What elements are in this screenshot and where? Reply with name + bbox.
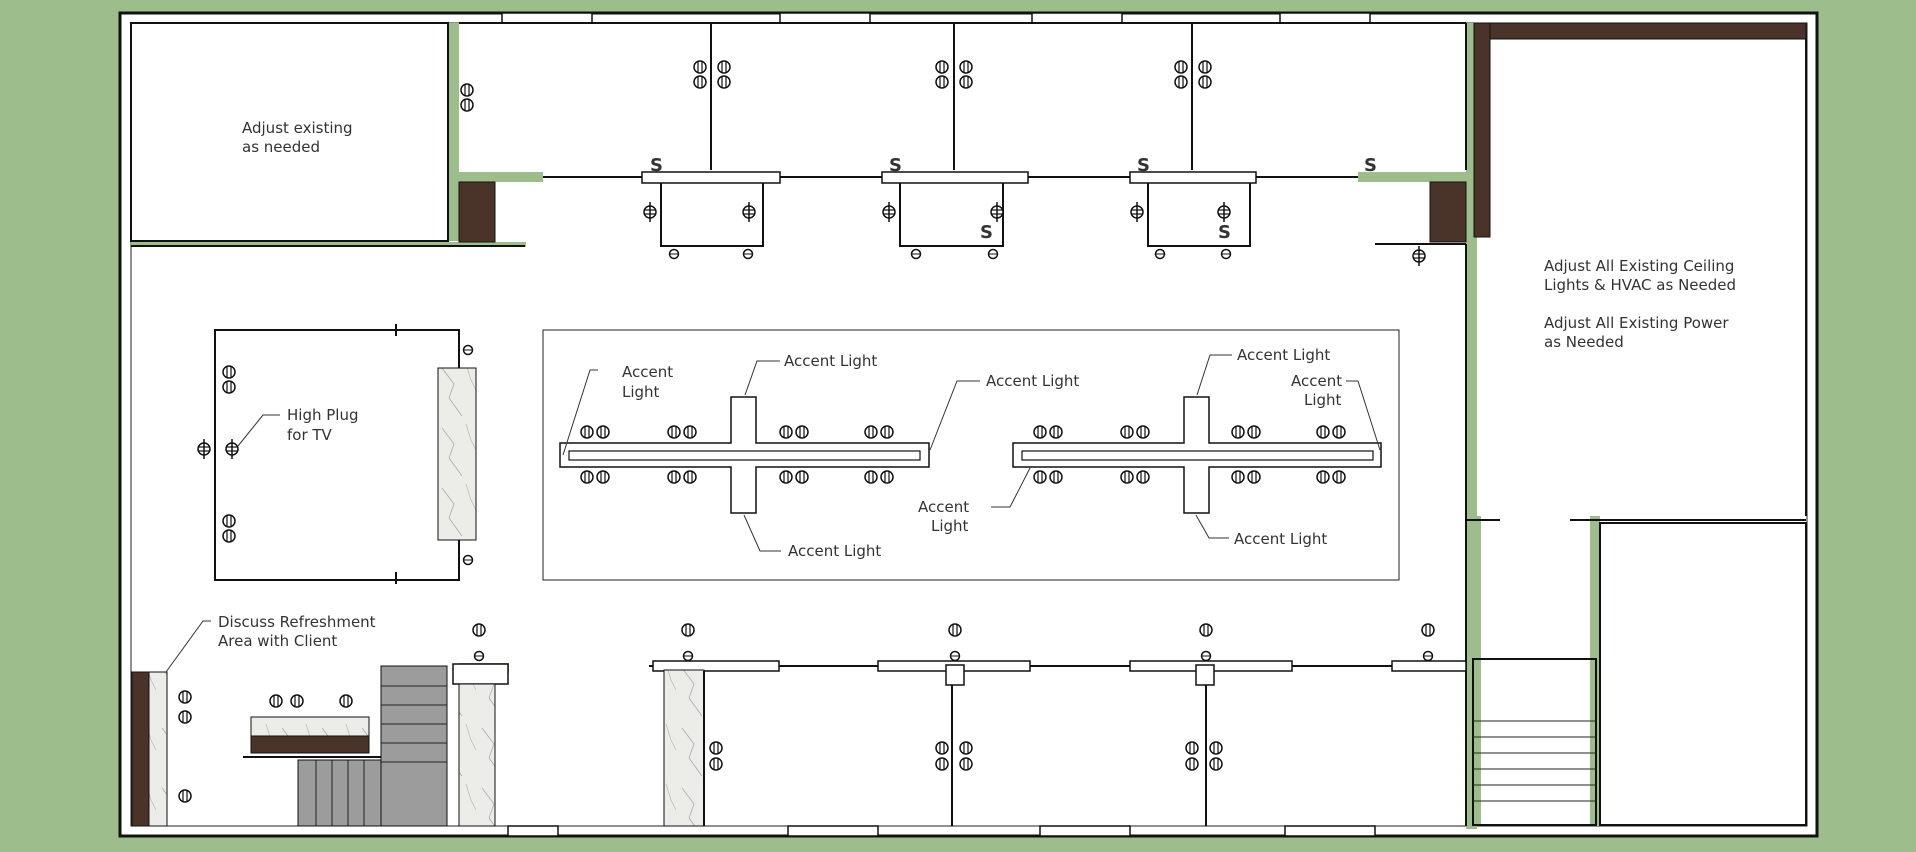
accent-label-2: Accent Light [784, 352, 877, 370]
switch-symbol: S [1364, 155, 1377, 176]
note-refreshment-1: Discuss Refreshment [218, 613, 376, 631]
accent-label-1a: Accent [622, 363, 673, 381]
note-ceiling-hvac-2: Lights & HVAC as Needed [1544, 276, 1736, 294]
switch-symbol: S [889, 155, 902, 176]
accent-label-4: Accent Light [1237, 346, 1330, 364]
accent-label-1b: Light [622, 383, 660, 401]
accent-label-7a: Accent [918, 498, 969, 516]
switch-symbol: S [1137, 155, 1150, 176]
accent-label-5a: Accent [1291, 372, 1342, 390]
note-high-plug-2: for TV [287, 426, 333, 444]
right-rooms [1465, 22, 1807, 826]
exterior-wall [118, 11, 1819, 838]
windows [501, 12, 1376, 837]
accent-label-6: Accent Light [788, 542, 881, 560]
accent-label-8: Accent Light [1234, 530, 1327, 548]
top-offices [459, 22, 1467, 247]
note-power-1: Adjust All Existing Power [1544, 314, 1729, 332]
note-adjust-existing-1: Adjust existing [242, 119, 353, 137]
leader-lines [165, 354, 1381, 673]
accent-label-3: Accent Light [986, 372, 1079, 390]
note-ceiling-hvac-1: Adjust All Existing Ceiling [1544, 257, 1734, 275]
bottom-offices [452, 660, 1467, 827]
accent-labels: Accent Light Accent Light Accent Light A… [622, 346, 1342, 560]
office-top-left [130, 22, 449, 242]
note-refreshment-2: Area with Client [218, 632, 337, 650]
switches: S S S S S S [650, 155, 1377, 243]
switch-symbol: S [1218, 222, 1231, 243]
wood-column [458, 181, 496, 243]
note-power-2: as Needed [1544, 333, 1624, 351]
switch-symbol: S [650, 155, 663, 176]
notes: Adjust existing as needed Adjust All Exi… [218, 119, 1736, 650]
accent-label-5b: Light [1304, 391, 1342, 409]
floor-area [120, 14, 1816, 836]
accent-light-display [542, 329, 1400, 581]
refreshment-area [131, 665, 448, 827]
switch-symbol: S [980, 222, 993, 243]
accent-label-7b: Light [931, 517, 969, 535]
note-high-plug-1: High Plug [287, 406, 358, 424]
conference-room [214, 324, 477, 584]
note-adjust-existing-2: as needed [242, 138, 320, 156]
